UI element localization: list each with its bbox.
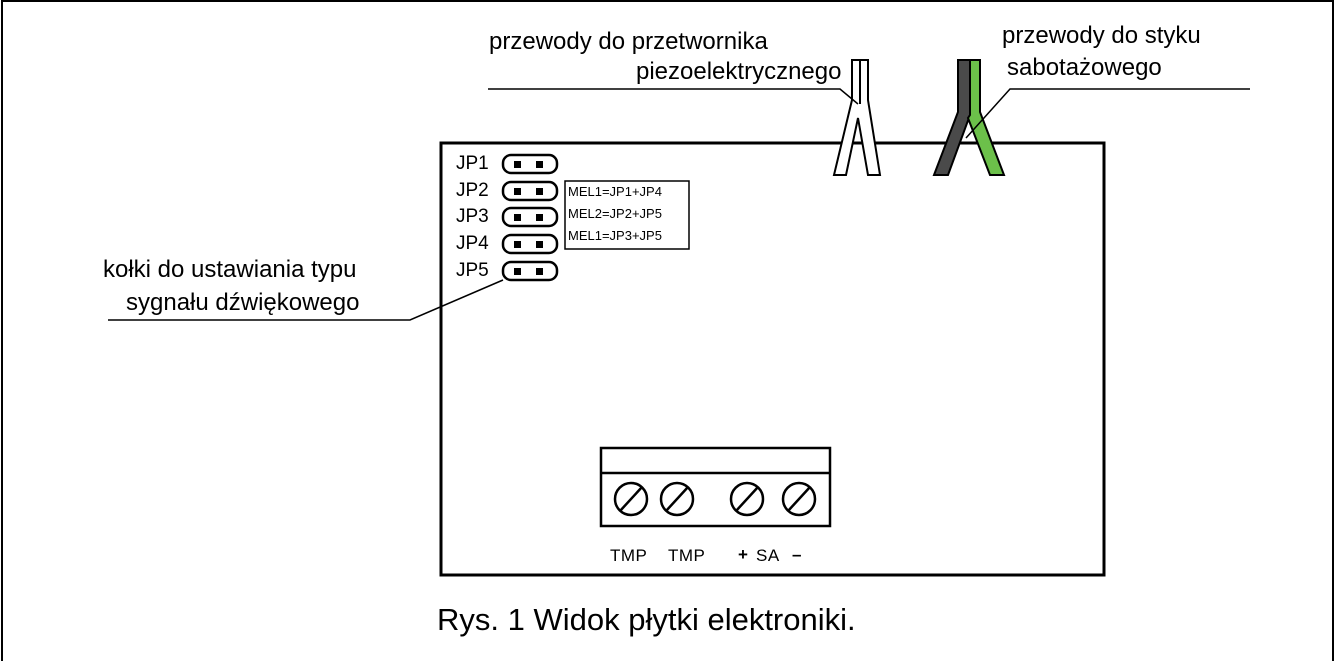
jumper-label-jp2: JP2 xyxy=(456,180,489,201)
jumper-jp1-block xyxy=(501,153,559,175)
tamper-label-line1: przewody do styku xyxy=(1002,22,1201,49)
tamper-label-line2: sabotażowego xyxy=(1007,54,1162,81)
screw-tmp1 xyxy=(613,481,649,517)
piezo-wires xyxy=(832,59,882,176)
screw-tmp2 xyxy=(659,481,695,517)
melody-row-2: MEL2=JP2+JP5 xyxy=(568,206,662,221)
pins-label-line1: kołki do ustawiania typu xyxy=(103,256,357,283)
terminal-label-tmp2: TMP xyxy=(668,546,706,565)
leader-lines xyxy=(108,88,1250,321)
terminal-label-plus: + xyxy=(738,545,749,564)
jumper-jp4-block xyxy=(501,233,559,255)
pins-label-line2: sygnału dźwiękowego xyxy=(126,289,360,316)
jumper-label-jp4: JP4 xyxy=(456,233,489,254)
jumper-label-jp5: JP5 xyxy=(456,260,489,281)
terminal-label-sa: SA xyxy=(756,546,780,565)
piezo-label-line2: piezoelektrycznego xyxy=(636,58,842,85)
screw-minus xyxy=(781,481,817,517)
jumper-jp2-block xyxy=(501,180,559,202)
melody-row-3: MEL1=JP3+JP5 xyxy=(568,228,662,243)
melody-table-box xyxy=(564,180,690,250)
figure-caption: Rys. 1 Widok płytki elektroniki. xyxy=(437,602,856,637)
screw-plus xyxy=(729,481,765,517)
terminal-screws xyxy=(613,481,817,517)
terminal-label-minus: – xyxy=(792,545,802,564)
terminal-label-tmp1: TMP xyxy=(610,546,648,565)
jumper-blocks xyxy=(501,153,559,282)
melody-row-1: MEL1=JP1+JP4 xyxy=(568,184,662,199)
jumper-label-jp1: JP1 xyxy=(456,153,489,174)
tamper-wires xyxy=(932,59,1006,176)
jumper-jp5-block xyxy=(501,260,559,282)
jumper-label-jp3: JP3 xyxy=(456,206,489,227)
piezo-label-line1: przewody do przetwornika xyxy=(489,28,768,55)
jumper-jp3-block xyxy=(501,206,559,228)
